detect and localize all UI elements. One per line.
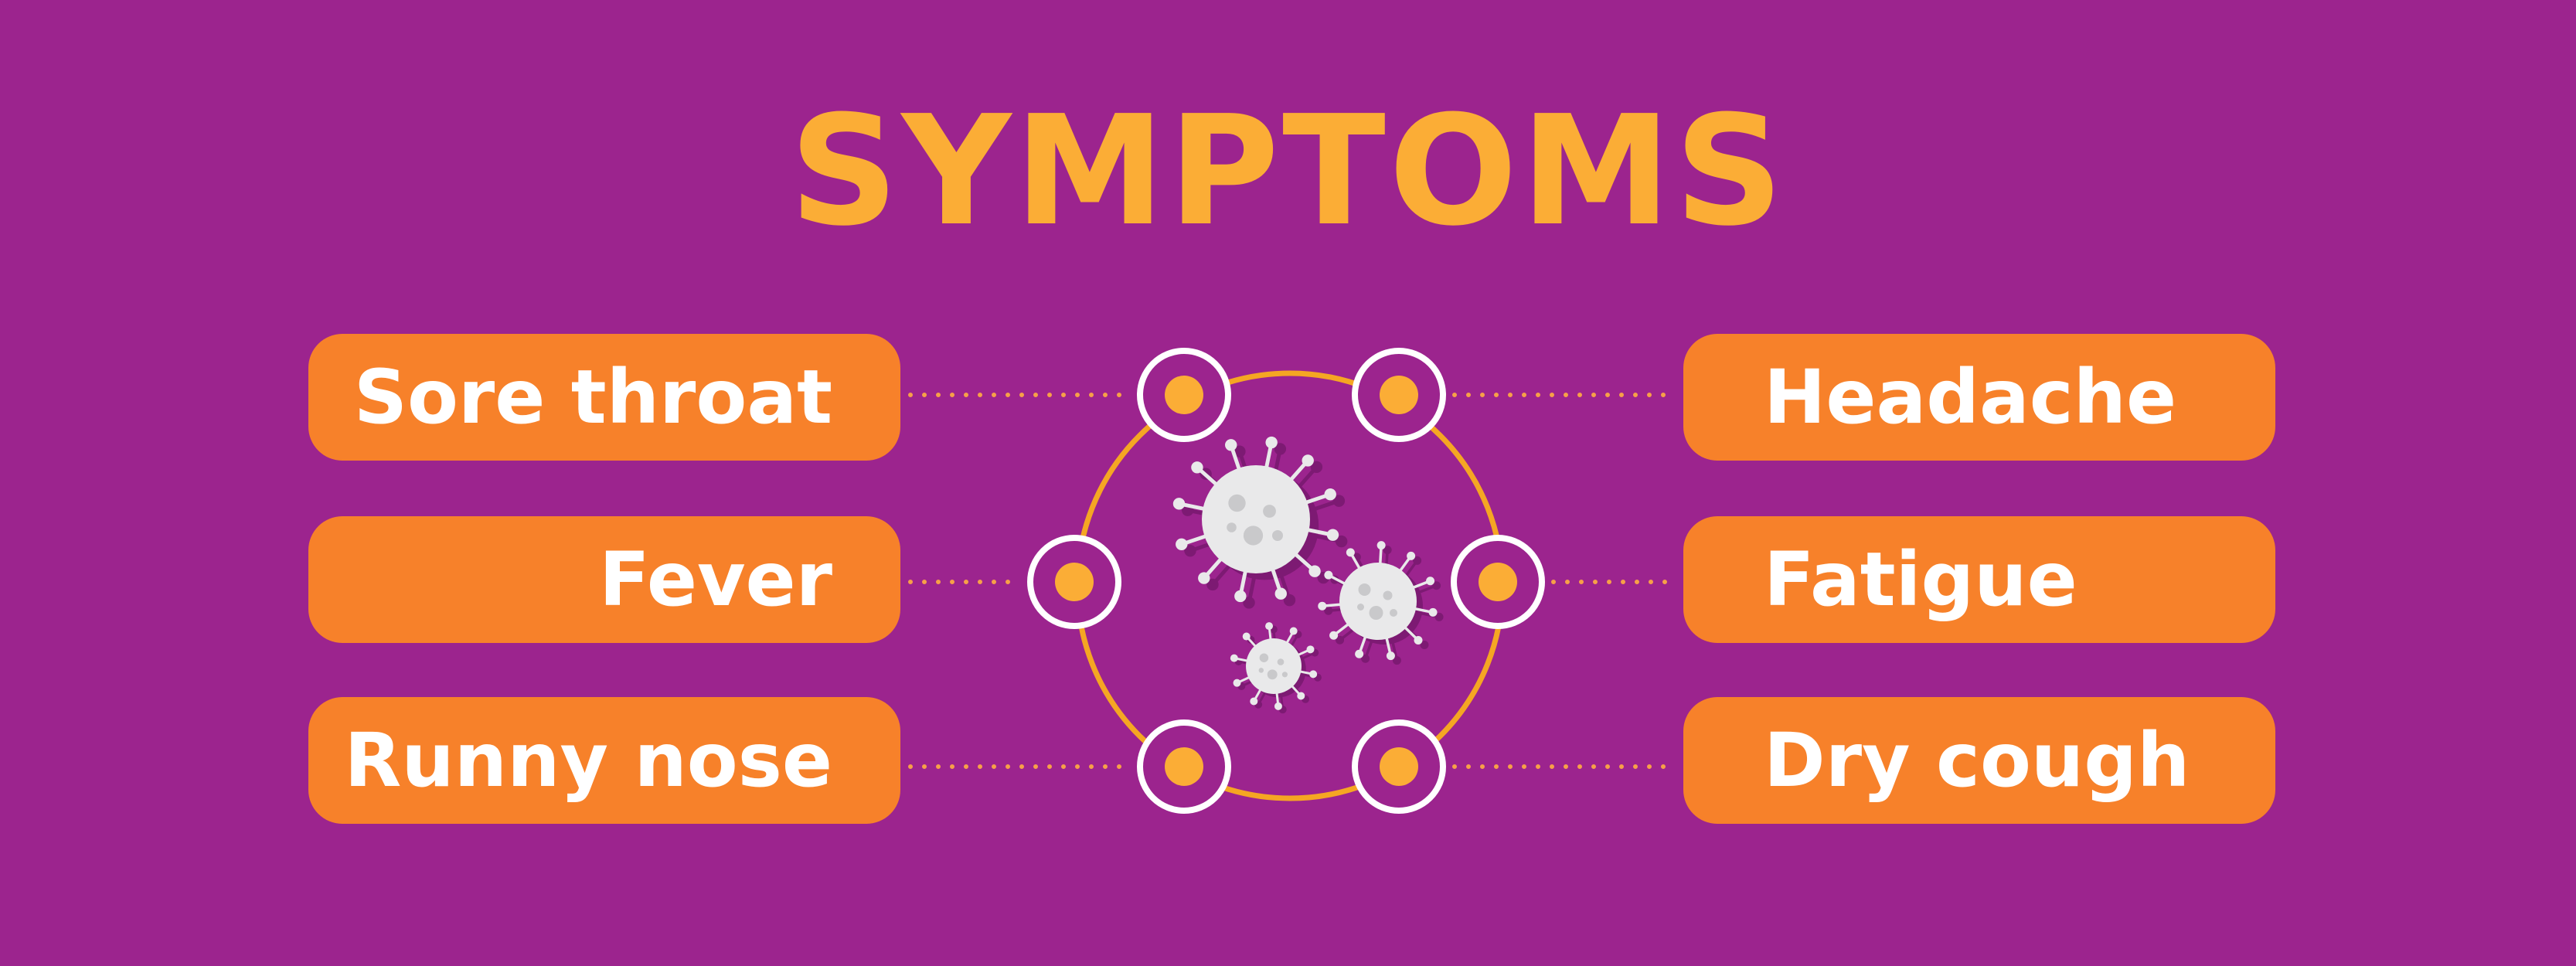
dotted-connectors	[908, 393, 1678, 769]
symptom-pill-fever: Fever	[308, 516, 900, 643]
virus-illustration	[1172, 436, 1444, 714]
node-dry-cough	[1352, 719, 1446, 814]
symptom-pill-runny-nose: Runny nose	[308, 697, 900, 824]
symptom-pill-headache: Headache	[1683, 334, 2275, 461]
page-title: SYMPTOMS	[789, 83, 1787, 260]
virus-icon	[1318, 541, 1444, 665]
virus-icon	[1172, 436, 1348, 609]
virus-icon	[1230, 622, 1322, 714]
node-headache	[1352, 348, 1446, 442]
node-fatigue	[1451, 535, 1545, 629]
node-runny-nose	[1137, 719, 1231, 814]
node-sore-throat	[1137, 348, 1231, 442]
symptom-pill-sore-throat: Sore throat	[308, 334, 900, 461]
symptom-pill-fatigue: Fatigue	[1683, 516, 2275, 643]
node-fever	[1027, 535, 1121, 629]
connector-nodes	[1027, 348, 1545, 814]
symptom-pill-dry-cough: Dry cough	[1683, 697, 2275, 824]
